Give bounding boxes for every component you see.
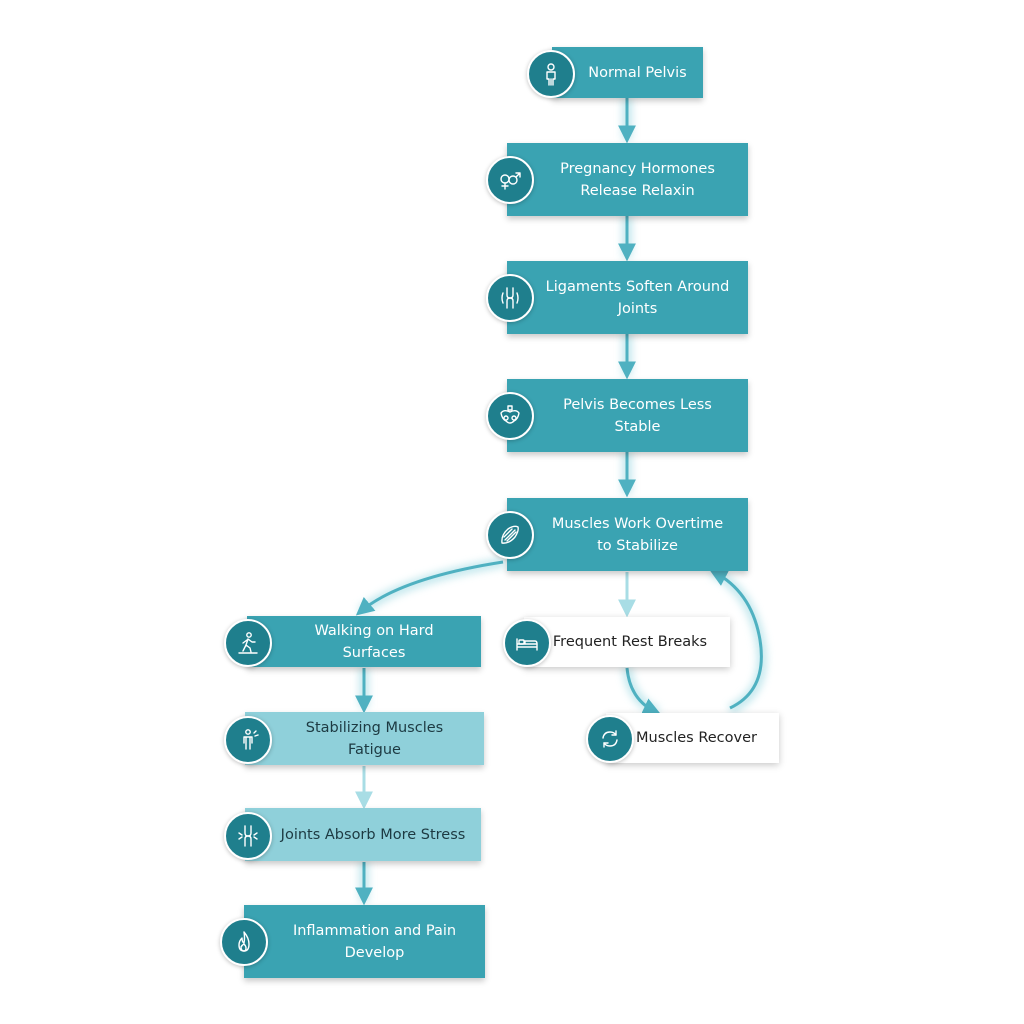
arrow-rest-to-recover: [625, 667, 661, 715]
muscle-icon: [486, 511, 534, 559]
walking-person-icon: [224, 619, 272, 667]
node-label: Normal Pelvis: [588, 64, 687, 81]
pelvis-icon: [486, 392, 534, 440]
node-label: Muscles Recover: [636, 730, 757, 746]
node-inflammation-pain: Inflammation and Pain Develop: [244, 905, 485, 978]
node-label: Inflammation and Pain Develop: [292, 922, 457, 961]
gender-symbols-icon: [486, 156, 534, 204]
node-normal-pelvis: Normal Pelvis: [552, 47, 703, 98]
node-pregnancy-hormones: Pregnancy Hormones Release Relaxin: [507, 143, 748, 216]
node-label: Frequent Rest Breaks: [552, 634, 708, 650]
node-muscles-overtime: Muscles Work Overtime to Stabilize: [507, 498, 748, 571]
arrow-muscles-to-walking: [355, 560, 504, 616]
joint-stress-icon: [224, 812, 272, 860]
person-icon: [527, 50, 575, 98]
node-label: Walking on Hard Surfaces: [314, 622, 434, 661]
node-pelvis-less-stable: Pelvis Becomes Less Stable: [507, 379, 748, 452]
flame-icon: [220, 918, 268, 966]
fatigued-person-icon: [224, 716, 272, 764]
node-label: Ligaments Soften Around Joints: [545, 278, 730, 317]
knee-joint-icon: [486, 274, 534, 322]
arrow-recover-to-muscles: [709, 569, 763, 710]
refresh-cycle-icon: [586, 715, 634, 763]
node-label: Joints Absorb More Stress: [280, 826, 466, 843]
node-stabilizing-muscles-fatigue: Stabilizing Muscles Fatigue: [245, 712, 484, 765]
node-ligaments-soften: Ligaments Soften Around Joints: [507, 261, 748, 334]
node-label: Stabilizing Muscles Fatigue: [305, 719, 444, 758]
node-joints-absorb-stress: Joints Absorb More Stress: [245, 808, 481, 861]
node-frequent-rest-breaks: Frequent Rest Breaks: [524, 617, 730, 667]
node-label: Muscles Work Overtime to Stabilize: [551, 515, 724, 554]
bed-icon: [503, 619, 551, 667]
node-muscles-recover: Muscles Recover: [606, 713, 779, 763]
node-walking-hard-surfaces: Walking on Hard Surfaces: [247, 616, 481, 667]
node-label: Pregnancy Hormones Release Relaxin: [560, 160, 715, 199]
node-label: Pelvis Becomes Less Stable: [563, 396, 712, 435]
